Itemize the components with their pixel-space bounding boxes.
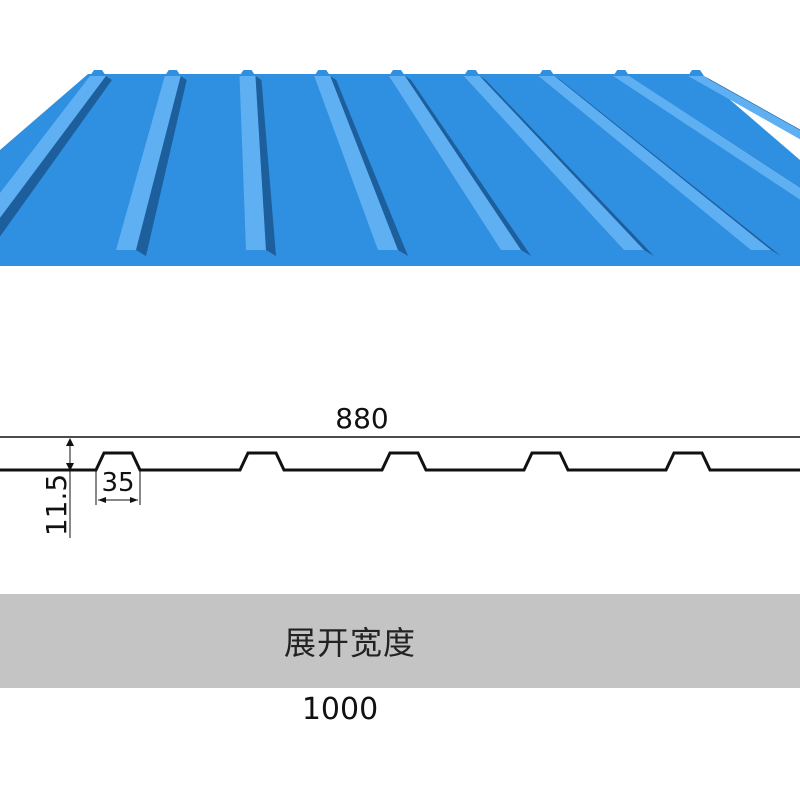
sheet-rib-cap bbox=[688, 70, 704, 76]
sheet-rib-cap bbox=[314, 70, 331, 76]
sheet-rib-shadow bbox=[255, 76, 276, 256]
sheet-rib-shadow bbox=[479, 76, 654, 256]
sheet-rib-cap bbox=[463, 70, 480, 76]
sheet-rib bbox=[463, 76, 644, 250]
rib-top-arrow-right bbox=[130, 497, 138, 503]
unfolded-width-band: 展开宽度 bbox=[0, 594, 800, 688]
sheet-rib bbox=[538, 76, 771, 250]
profile-cross-section: 880 11.5 35 bbox=[0, 402, 800, 538]
rib-height-label: 11.5 bbox=[40, 474, 73, 536]
sheet-rib-shadow bbox=[0, 76, 112, 237]
sheet-rib bbox=[389, 76, 521, 250]
sheet-rib-cap bbox=[613, 70, 630, 76]
rib-top-width-label: 35 bbox=[101, 468, 134, 498]
effective-width-label: 880 bbox=[335, 402, 388, 435]
sheet-rib bbox=[116, 76, 181, 250]
roof-sheet-illustration bbox=[0, 70, 800, 266]
unfolded-width-label: 展开宽度 bbox=[283, 624, 416, 662]
sheet-rib-cap bbox=[164, 70, 181, 76]
rib-height-arrow-up bbox=[66, 438, 74, 446]
sheet-rib-cap bbox=[239, 70, 256, 76]
sheet-rib bbox=[688, 76, 800, 140]
sheet-rib-shadow bbox=[554, 76, 781, 256]
sheet-rib bbox=[314, 76, 398, 250]
sheet-rib bbox=[239, 76, 266, 250]
profile-line bbox=[0, 451, 800, 472]
sheet-rib-cap bbox=[389, 70, 405, 76]
sheet-rib-shadow bbox=[629, 76, 800, 188]
sheet-rib-cap bbox=[90, 70, 106, 76]
rib-top-arrow-left bbox=[98, 497, 106, 503]
sheet-front-edge bbox=[0, 240, 800, 266]
sheet-rib bbox=[613, 76, 800, 200]
sheet-rib-shadow bbox=[405, 76, 531, 256]
sheet-rib-shadow bbox=[136, 76, 187, 256]
total-width-value: 1000 bbox=[301, 692, 379, 727]
rib-height-arrow-down bbox=[66, 463, 74, 471]
sheet-rib-shadow bbox=[330, 76, 408, 256]
sheet-surface bbox=[0, 74, 800, 262]
sheet-rib-shadow bbox=[704, 76, 800, 131]
sheet-rib-cap bbox=[538, 70, 555, 76]
